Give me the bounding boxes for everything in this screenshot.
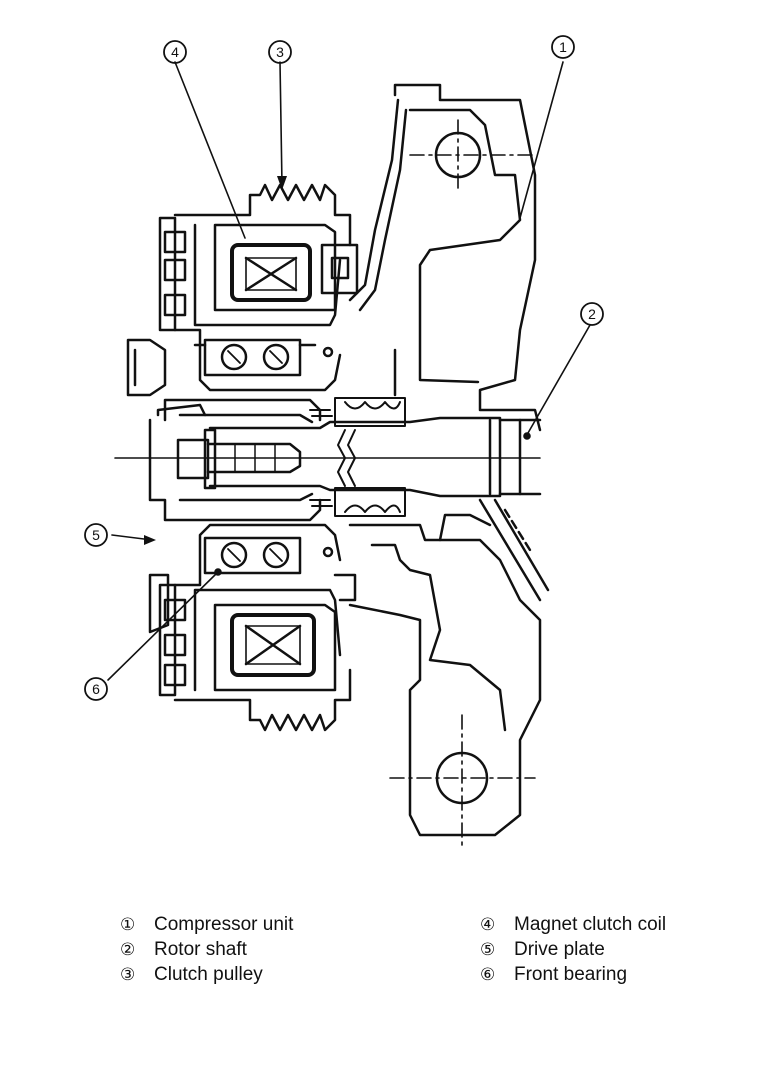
magnet-clutch-coil-lower — [213, 573, 357, 692]
center-bolt — [176, 428, 302, 490]
center-lines — [114, 119, 541, 849]
front-bearing-lower — [203, 536, 334, 575]
clutch-pulley-upper — [158, 183, 352, 392]
callout-2: 2 — [588, 306, 596, 322]
shaft-seal — [309, 397, 406, 517]
compressor-unit-housing — [348, 83, 550, 837]
leader-lines — [107, 61, 591, 681]
callout-4: 4 — [171, 44, 179, 60]
callout-6: 6 — [92, 681, 100, 697]
magnet-clutch-coil-upper — [213, 223, 359, 312]
callout-circles — [84, 35, 604, 701]
callout-5: 5 — [92, 527, 100, 543]
clutch-pulley-lower — [158, 523, 352, 732]
callout-1: 1 — [559, 39, 567, 55]
front-bearing-upper — [193, 338, 334, 377]
callout-3: 3 — [276, 44, 284, 60]
drive-plate — [126, 338, 322, 634]
rotor-shaft — [208, 416, 542, 498]
